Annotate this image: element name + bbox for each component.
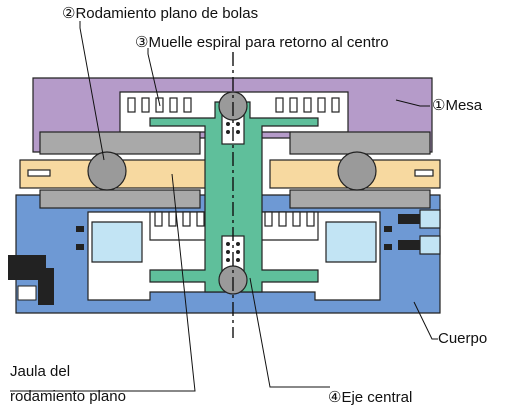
left-fitting	[8, 255, 54, 305]
air-ports	[398, 209, 441, 255]
label-cage-line2: rodamiento plano	[10, 388, 126, 405]
table-grooves	[127, 97, 340, 113]
body-grooves	[154, 211, 315, 227]
label-center-shaft: ④Eje central	[328, 389, 412, 406]
label-flat-ball-bearing: ②Rodamiento plano de bolas	[62, 5, 258, 22]
label-cage-line1: Jaula del	[10, 363, 70, 380]
leader-lines	[10, 21, 438, 392]
label-body: Cuerpo	[438, 330, 487, 347]
label-center-return-spring: ③Muelle espiral para retorno al centro	[135, 34, 389, 51]
label-table: ①Mesa	[432, 97, 483, 114]
